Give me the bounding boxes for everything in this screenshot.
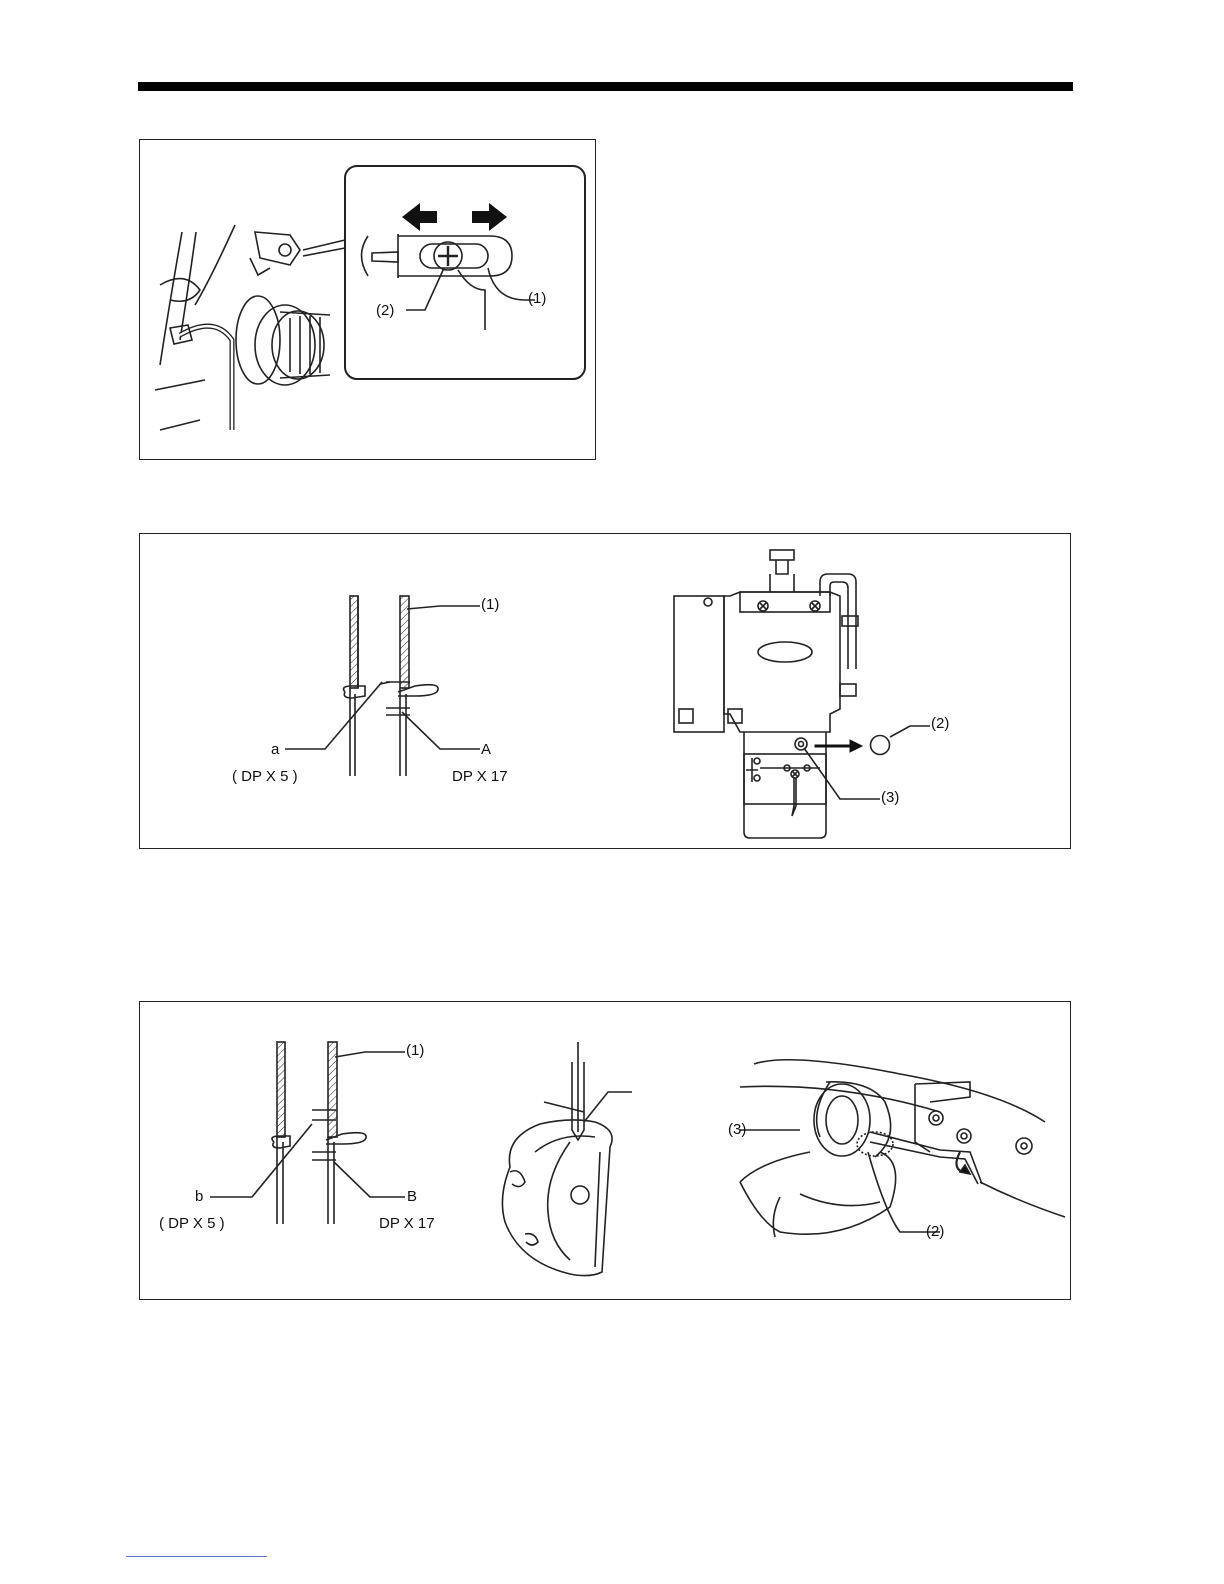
arrow-right-icon [472, 203, 507, 231]
hook-timing-illustration [140, 1002, 1072, 1301]
label-B: B [407, 1189, 417, 1205]
figure-hook-timing-adjustment: (1) b B ( DP X 5 ) DP X 17 (3) (2) [139, 1001, 1071, 1300]
header-rule [138, 82, 1073, 91]
callout-1: (1) [528, 291, 546, 307]
callout-2: (2) [926, 1224, 944, 1240]
callout-3: (3) [881, 790, 899, 806]
callout-1: (1) [481, 597, 499, 613]
callout-3: (3) [728, 1122, 746, 1138]
figure-thread-guide-adjustment: (2) (1) [139, 139, 596, 460]
needle-type-dpx17: DP X 17 [452, 769, 508, 785]
callout-2: (2) [376, 303, 394, 319]
arrow-right-icon [815, 740, 862, 752]
arrow-left-icon [402, 203, 437, 231]
needle-type-dpx5: ( DP X 5 ) [159, 1216, 225, 1232]
footer-link-line [126, 1556, 267, 1557]
needle-installation-illustration [140, 534, 1072, 850]
label-A: A [481, 742, 491, 758]
label-a: a [271, 742, 279, 758]
label-b: b [195, 1189, 203, 1205]
needle-type-dpx17: DP X 17 [379, 1216, 435, 1232]
callout-1: (1) [406, 1043, 424, 1059]
figure-needle-installation: (1) a A ( DP X 5 ) DP X 17 (2) (3) [139, 533, 1071, 849]
needle-type-dpx5: ( DP X 5 ) [232, 769, 298, 785]
callout-2: (2) [931, 716, 949, 732]
